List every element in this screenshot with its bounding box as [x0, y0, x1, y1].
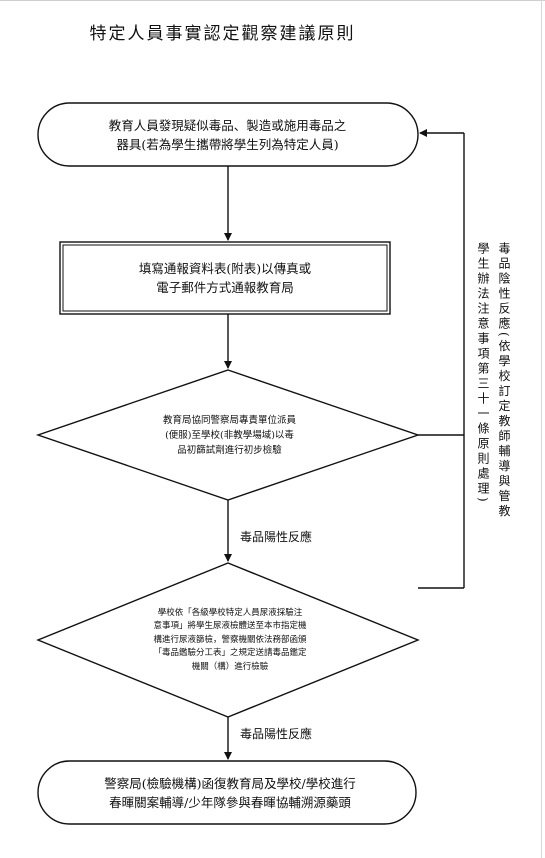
- positive-reaction-label-2: 毒品陽性反應: [240, 727, 313, 741]
- negative-reaction-label-line1: 毒品陰性反應(依學校訂定教師輔導與管教: [497, 242, 511, 520]
- report-process-shape: [59, 241, 391, 315]
- initial-test-node-text: 教育局協同警察局專責單位派員 (便服)至學校(非教學場域)以毒 品初篩試劑進行初…: [162, 414, 296, 456]
- start-node-text: 教育人員發現疑似毒品、製造或施用毒品之 器具(若為學生攜帶將學生列為特定人員): [108, 118, 347, 152]
- right-border-line: [541, 0, 542, 858]
- end-terminator-shape: [37, 760, 417, 825]
- top-border-line: [0, 0, 545, 1]
- report-node-text: 填寫通報資料表(附表)以傳真或 電子郵件方式通報教育局: [138, 261, 312, 295]
- lab-test-node-text: 學校依「各級學校特定人員尿液採驗注 意事項」將學生尿液檢體送至本市指定機 構進行…: [153, 607, 307, 672]
- negative-reaction-label-line2: 學生辦法注意事項第三十一條原則處理): [476, 242, 490, 505]
- page-title: 特定人員事實認定觀察建議原則: [89, 24, 356, 44]
- positive-reaction-label-1: 毒品陽性反應: [240, 530, 313, 544]
- end-node-text: 警察局(檢驗機構)函復教育局及學校/學校進行 春暉關案輔導/少年隊參與春暉協輔溯…: [104, 776, 356, 810]
